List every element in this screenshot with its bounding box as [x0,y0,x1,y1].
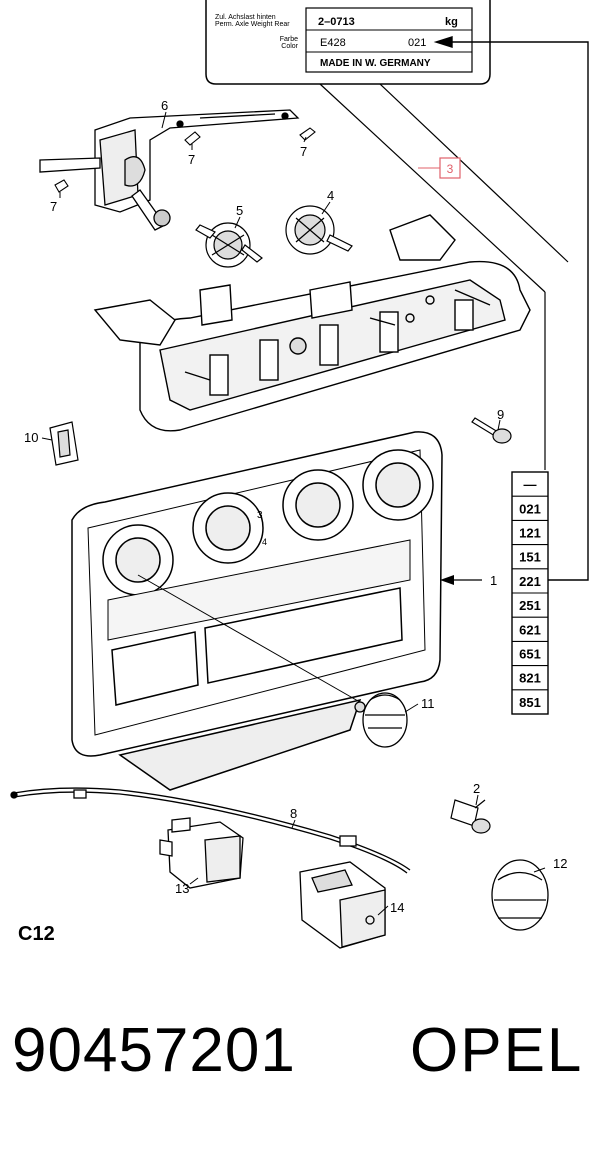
switch-part-13 [159,817,244,889]
part-1-pointer [440,575,482,585]
callout-4: 4 [327,188,334,203]
callout-11: 11 [421,696,435,711]
callout-7b: 7 [300,144,307,159]
callouts [41,111,546,916]
svg-text:4: 4 [262,537,267,547]
made-in-text: MADE IN W. GERMANY [320,58,431,69]
lever-bracket-part-6 [39,109,300,231]
callout-7c: 7 [50,199,57,214]
callout-14: 14 [390,900,404,915]
reference-box-label: 3 [447,162,454,176]
variant-code-rows: — 021 121 151 221 251 621 651 821 851 [512,477,548,710]
variant-code-cell: 251 [519,598,541,613]
control-housing [93,214,531,432]
callout-10: 10 [24,430,38,445]
section-label: C12 [18,923,55,945]
bowden-cable-part-8 [10,787,411,874]
fastener-part-2 [450,799,491,834]
callout-1: 1 [490,573,497,588]
identification-plate: Zul. Achslast hinten Perm. Axle Weight R… [205,0,491,85]
callout-5: 5 [236,203,243,218]
variant-code-cell: — [524,477,537,492]
part-number: 90457201 [12,1016,296,1085]
callout-labels: 1 2 4 5 6 7 7 7 8 9 10 11 12 13 14 [24,98,567,915]
screw-part-9 [471,417,512,444]
axle-label-de: Zul. Achslast hinten [215,14,276,21]
color-code: E428 [320,37,346,49]
clip-part-10 [49,421,79,466]
variant-code-table: — 021 121 151 221 251 621 651 821 851 [511,471,549,715]
color-label-en: Color [281,43,298,50]
variant-code-cell: 221 [519,574,541,589]
callout-8: 8 [290,806,297,821]
detail-frame-lines [319,83,569,470]
control-panel-part-1: 3 4 [71,431,443,791]
axle-label-en: Perm. Axle Weight Rear [215,21,290,28]
callout-2: 2 [473,781,480,796]
knob-insert-part-4 [285,205,353,255]
brand-name: OPEL [410,1016,584,1085]
callout-12: 12 [553,856,567,871]
knob-part-11 [354,692,408,748]
color-variant: 021 [408,37,426,49]
callout-13: 13 [175,881,189,896]
callout-6: 6 [161,98,168,113]
svg-text:3: 3 [257,510,263,521]
reference-box-3: 3 [418,157,461,179]
variant-code-cell: 021 [519,501,541,516]
callout-9: 9 [497,407,504,422]
pin-part-7 [54,127,316,193]
variant-code-cell: 121 [519,526,541,541]
knob-insert-part-5 [195,222,263,268]
variant-code-cell: 851 [519,695,541,710]
knob-part-12 [491,859,549,931]
variant-code-cell: 651 [519,647,541,662]
switch-part-14 [299,861,386,949]
variant-code-cell: 821 [519,671,541,686]
variant-code-cell: 151 [519,550,541,565]
variant-leader-line [433,36,589,581]
axle-unit: kg [445,16,458,28]
variant-code-cell: 621 [519,622,541,637]
callout-7a: 7 [188,152,195,167]
color-label-de: Farbe [280,36,298,43]
axle-value: 2–0713 [318,16,355,28]
